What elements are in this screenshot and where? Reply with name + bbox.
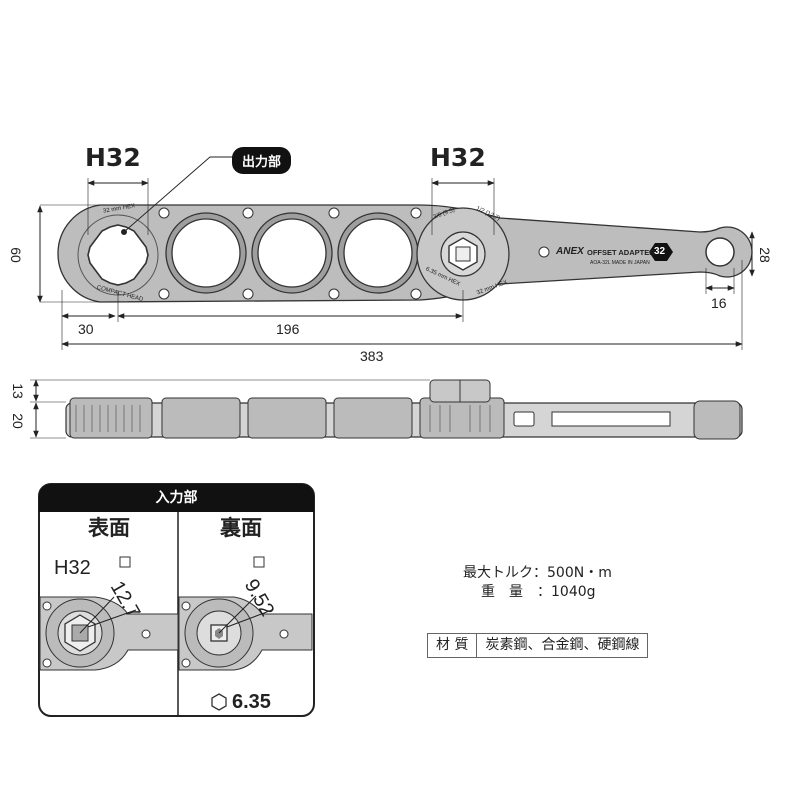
output-label: 出力部 xyxy=(232,147,292,174)
front-label: 表面 xyxy=(88,516,130,540)
material-label: 材 質 xyxy=(428,634,478,657)
back-label: 裏面 xyxy=(220,516,262,540)
dim-28: 28 xyxy=(756,247,773,263)
dim-383: 383 xyxy=(360,348,384,364)
dim-30: 30 xyxy=(78,321,94,337)
side-view-tool xyxy=(65,379,743,440)
size-badge: 32 xyxy=(654,246,666,257)
dim-13: 13 xyxy=(9,383,26,399)
dimension-lines xyxy=(37,156,755,350)
twelve-point-socket-left xyxy=(87,224,149,286)
front-hex-size: H32 xyxy=(54,557,91,579)
brand-logo: ANEX xyxy=(556,246,584,257)
model-number: AOA-32L MADE IN JAPAN xyxy=(590,260,650,266)
dim-16: 16 xyxy=(711,295,727,311)
dim-196: 196 xyxy=(276,321,300,337)
dim-60: 60 xyxy=(7,247,24,263)
h32-left-label: H32 xyxy=(85,143,141,172)
back-hex-size: 6.35 xyxy=(232,691,271,713)
top-view-tool xyxy=(57,204,753,303)
weight: 重 量 ：1040g xyxy=(481,584,596,600)
input-label: 入力部 xyxy=(39,484,314,512)
material-table: 材 質 炭素鋼、合金鋼、硬鋼線 xyxy=(427,633,649,658)
dim-20: 20 xyxy=(9,413,26,429)
h32-right-label: H32 xyxy=(430,143,486,172)
input-inset xyxy=(38,483,315,717)
product-name: OFFSET ADAPTER xyxy=(587,248,655,257)
material-value: 炭素鋼、合金鋼、硬鋼線 xyxy=(485,637,640,653)
max-torque: 最大トルク：500N・m xyxy=(463,565,612,581)
